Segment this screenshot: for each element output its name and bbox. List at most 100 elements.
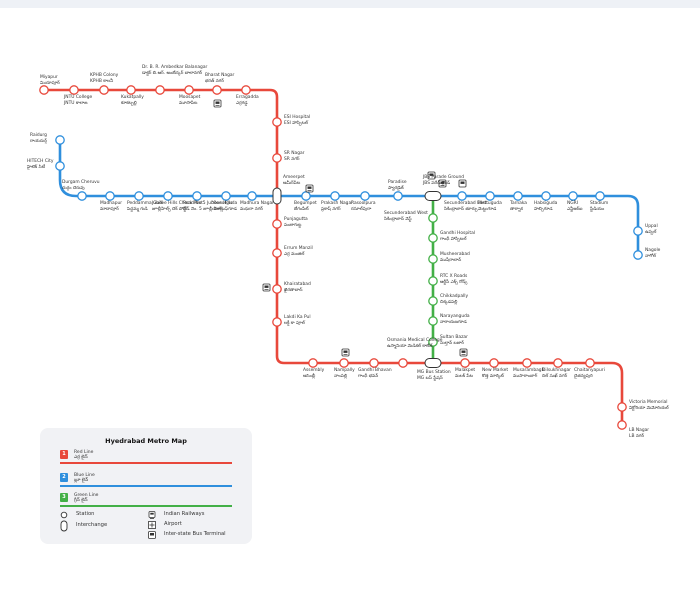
station-stadium[interactable] bbox=[595, 191, 605, 201]
station-label-esi: ESI Hospital bbox=[284, 114, 310, 120]
station-tarnaka[interactable] bbox=[513, 191, 523, 201]
station-paradise[interactable] bbox=[393, 191, 403, 201]
railway-icon bbox=[305, 184, 314, 193]
station-label-te-mettuguda: మెట్టుగూడ bbox=[478, 206, 497, 212]
station-label-sultanbazar: Sultan Bazar bbox=[440, 334, 468, 340]
station-label-te-begumpet: బేగంపేట్ bbox=[294, 206, 309, 212]
station-uppal[interactable] bbox=[633, 226, 643, 236]
station-nagole[interactable] bbox=[633, 250, 643, 260]
station-narayanguda[interactable] bbox=[428, 316, 438, 326]
legend-green-name-te: గ్రీన్ లైన్ bbox=[74, 498, 88, 503]
station-musarambagh[interactable] bbox=[522, 358, 532, 368]
station-srnagar[interactable] bbox=[272, 153, 282, 163]
station-ameerpet[interactable] bbox=[272, 187, 282, 205]
legend-green-name: Green Line bbox=[74, 493, 99, 498]
station-habsiguda[interactable] bbox=[541, 191, 551, 201]
station-moosapet[interactable] bbox=[184, 85, 194, 95]
station-chaitanyapuri[interactable] bbox=[585, 358, 595, 368]
station-rtcx[interactable] bbox=[428, 276, 438, 286]
station-secbadeast[interactable] bbox=[457, 191, 467, 201]
station-kphb[interactable] bbox=[99, 85, 109, 95]
station-label-malakpet: Malakpet bbox=[455, 367, 475, 373]
station-ambedkar[interactable] bbox=[155, 85, 165, 95]
station-label-te-rtcx: ఆర్టీసీ ఎక్స్ రోడ్స్ bbox=[440, 279, 468, 285]
station-label-assembly: Assembly bbox=[303, 367, 325, 373]
station-label-chikkadpally: Chikkadpally bbox=[440, 293, 468, 299]
station-madhura[interactable] bbox=[247, 191, 257, 201]
station-peddamma[interactable] bbox=[134, 191, 144, 201]
station-victoria[interactable] bbox=[617, 402, 627, 412]
station-label-te-ngri: ఎన్జీఆర్ఐ bbox=[567, 206, 583, 212]
station-label-te-khairatabad: ఖైరతాబాద్ bbox=[284, 287, 303, 293]
railway-icon bbox=[459, 348, 468, 357]
station-kukatpally[interactable] bbox=[126, 85, 136, 95]
station-label-erramanzil: Errum Manzil bbox=[284, 245, 313, 251]
station-label-te-erramanzil: ఎర్ర మంజిల్ bbox=[284, 251, 305, 257]
station-secbadwest[interactable] bbox=[428, 213, 438, 223]
station-label-khairatabad: Khairatabad bbox=[284, 281, 311, 287]
station-assembly[interactable] bbox=[308, 358, 318, 368]
station-newmarket[interactable] bbox=[489, 358, 499, 368]
station-label-te-secbadeast: సికింద్రాబాద్ తూర్పు bbox=[444, 206, 478, 212]
station-ngri[interactable] bbox=[568, 191, 578, 201]
station-gandhihosp[interactable] bbox=[428, 233, 438, 243]
station-prakash[interactable] bbox=[330, 191, 340, 201]
station-begumpet[interactable] bbox=[301, 191, 311, 201]
station-label-te-punjagutta: పంజాగుట్ట bbox=[284, 222, 302, 228]
station-label-rtcx: RTC X Roads bbox=[440, 273, 468, 279]
station-label-srnagar: SR Nagar bbox=[284, 150, 305, 156]
station-khairatabad[interactable] bbox=[272, 284, 282, 294]
station-malakpet[interactable] bbox=[460, 358, 470, 368]
station-label-nampally: Nampally bbox=[334, 367, 355, 373]
station-chikkadpally[interactable] bbox=[428, 296, 438, 306]
station-label-lbnagar: LB Nagar bbox=[629, 427, 649, 433]
station-erramanzil[interactable] bbox=[272, 248, 282, 258]
station-label-habsiguda: Habsiguda bbox=[534, 200, 558, 206]
station-esi[interactable] bbox=[272, 117, 282, 127]
station-raidurg[interactable] bbox=[55, 135, 65, 145]
station-madhapur[interactable] bbox=[105, 191, 115, 201]
station-mgbs[interactable] bbox=[424, 358, 442, 368]
station-label-lakdikapul: Lakdi Ka Pul bbox=[284, 314, 311, 320]
station-mettuguda[interactable] bbox=[485, 191, 495, 201]
station-hitech[interactable] bbox=[55, 161, 65, 171]
station-erragadda[interactable] bbox=[241, 85, 251, 95]
station-label-te-uppal: ఉప్పల్ bbox=[645, 229, 657, 235]
station-durgam[interactable] bbox=[77, 191, 87, 201]
station-rasoolpura[interactable] bbox=[360, 191, 370, 201]
station-label-bharatnagar: Bharat Nagar bbox=[205, 72, 235, 78]
station-lbnagar[interactable] bbox=[617, 420, 627, 430]
bus-terminal-icon bbox=[458, 179, 467, 188]
station-bharatnagar[interactable] bbox=[212, 85, 222, 95]
station-punjagutta[interactable] bbox=[272, 219, 282, 229]
station-label-begumpet: Begumpet bbox=[294, 200, 317, 206]
station-label-te-assembly: అసెంబ్లీ bbox=[303, 373, 316, 379]
station-label-te-chaitanyapuri: చైతన్యపురి bbox=[574, 373, 593, 379]
station-yusufguda[interactable] bbox=[221, 191, 231, 201]
station-jbs[interactable] bbox=[424, 191, 442, 201]
bus-terminal-icon bbox=[148, 531, 156, 539]
station-osmania[interactable] bbox=[398, 358, 408, 368]
railway-icon bbox=[213, 99, 222, 108]
station-dilsukhnagar[interactable] bbox=[553, 358, 563, 368]
station-lakdikapul[interactable] bbox=[272, 317, 282, 327]
station-label-te-moosapet: మూసాపేట bbox=[179, 100, 198, 106]
station-jubileecp[interactable] bbox=[163, 191, 173, 201]
station-musheerabad[interactable] bbox=[428, 254, 438, 264]
airport-icon bbox=[148, 521, 156, 529]
station-jntu[interactable] bbox=[69, 85, 79, 95]
station-gandhibhavan[interactable] bbox=[369, 358, 379, 368]
station-road5[interactable] bbox=[192, 191, 202, 201]
station-label-uppal: Uppal bbox=[645, 223, 658, 229]
railway-icon bbox=[438, 179, 447, 188]
station-label-ngri: NGRI bbox=[567, 200, 578, 206]
station-label-te-tarnaka: తార్నాక bbox=[510, 206, 524, 212]
station-miyapur[interactable] bbox=[39, 85, 49, 95]
station-label-te-paradise: ప్యారడైజ్ bbox=[388, 185, 404, 191]
legend-green-swatch bbox=[60, 505, 232, 507]
station-nampally[interactable] bbox=[339, 358, 349, 368]
station-sultanbazar[interactable] bbox=[428, 337, 438, 347]
station-label-te-mgbs: MG బస్ స్టేషన్ bbox=[417, 375, 443, 381]
